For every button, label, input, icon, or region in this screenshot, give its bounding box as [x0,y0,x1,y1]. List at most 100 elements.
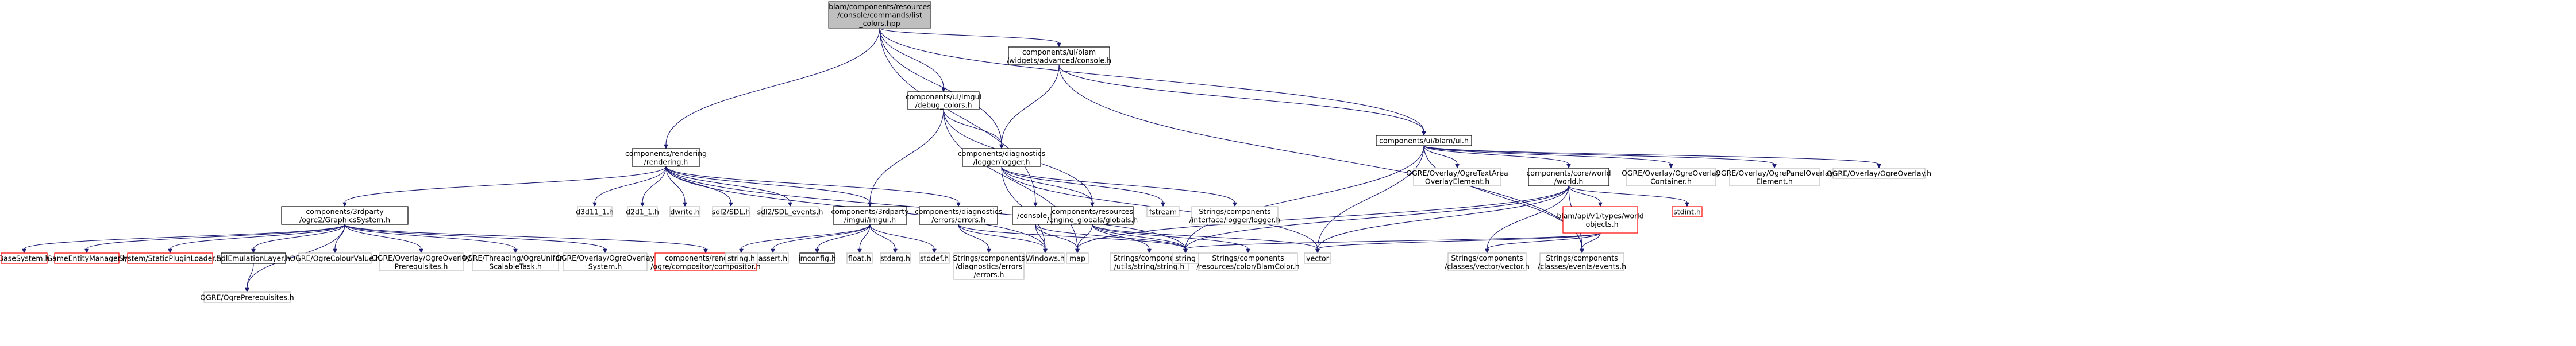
node-label: components/diagnostics [915,207,1002,216]
node-windows[interactable]: Windows.h [1026,252,1065,264]
node-label: components/resources [1052,207,1133,216]
node-string[interactable]: string [1172,252,1199,264]
edge-arrowhead [1043,248,1048,254]
node-vector[interactable]: vector [1304,252,1331,264]
edge-rendering-to-graphics-system [344,166,667,203]
node-str-errors[interactable]: Strings/components/diagnostics/errors/er… [953,252,1025,280]
node-label: sdl2/SDL_events.h [757,208,823,216]
node-stdarg[interactable]: stdarg.h [880,252,911,264]
node-string-h[interactable]: string.h [725,252,758,264]
node-blam-ui[interactable]: components/ui/blam/ui.h [1376,135,1472,146]
node-rendering[interactable]: components/rendering/rendering.h [625,148,707,167]
node-label: stdint.h [1673,208,1701,216]
node-dwrite[interactable]: dwrite.h [669,206,700,217]
node-assert[interactable]: assert.h [757,252,789,264]
node-d2d1[interactable]: d2d1_1.h [626,206,659,217]
node-errors[interactable]: components/diagnostics/errors/errors.h [915,206,1002,225]
node-globals[interactable]: components/resources/engine_globals/glob… [1047,206,1138,225]
node-label: components/3rdparty [831,207,909,216]
edge-globals-to-str-string [1092,224,1150,250]
node-label: /engine_globals/globals.h [1047,215,1138,224]
node-stdint[interactable]: stdint.h [1672,206,1703,217]
node-gem[interactable]: GameEntityManager.h [47,252,127,264]
node-d3d11[interactable]: d3d11_1.h [576,206,614,217]
node-label: OverlayElement.h [1425,177,1489,185]
node-imgui-debug[interactable]: components/ui/imgui/debug_colors.h [906,91,981,110]
node-imgui[interactable]: components/3rdparty/imgui/imgui.h [831,206,909,225]
node-basesystem[interactable]: BaseSystem.h [0,252,49,264]
node-iface-logger[interactable]: Strings/components/interface/logger/logg… [1189,206,1281,225]
edge-arrowhead [1075,248,1080,254]
node-ogre-prereq[interactable]: OGRE/OgrePrerequisites.h [200,291,294,303]
node-sdl2[interactable]: sdl2/SDL.h [712,206,750,217]
node-map[interactable]: map [1066,252,1089,264]
edge-imgui-to-stdarg [869,224,896,250]
edge-console-h-to-string [1035,224,1186,250]
node-box [761,206,819,217]
node-label: System.h [588,262,622,270]
node-ogre-colour[interactable]: OGRE/OgreColourValue.h [290,252,380,264]
node-ogre-overlay[interactable]: OGRE/Overlay/OgreOverlay.h [1827,168,1931,179]
edge-imgui-to-stddef [869,224,935,250]
node-fstream[interactable]: fstream [1146,206,1180,217]
edge-arrowhead [342,202,347,207]
node-box [1051,206,1134,225]
node-label: /world.h [1554,177,1584,185]
node-imconfig[interactable]: imconfig.h [798,252,836,264]
edge-arrowhead [1090,202,1095,207]
node-float[interactable]: float.h [846,252,873,264]
node-console-ui[interactable]: components/ui/blam/widgets/advanced/cons… [1007,46,1111,65]
edge-rendering-to-dwrite [665,166,686,203]
node-label: /logger/logger.h [973,157,1030,166]
edge-world-objects-to-str-events [1581,232,1601,250]
node-str-vector[interactable]: Strings/components/classes/vector/vector… [1445,252,1530,271]
node-ogre-textarea[interactable]: OGRE/Overlay/OgreTextAreaOverlayElement.… [1406,168,1508,186]
edge-arrowhead [956,202,961,207]
node-box [221,252,286,264]
node-world[interactable]: components/core/world/world.h [1526,168,1611,186]
node-box [281,206,409,225]
node-label: /ogre2/GraphicsSystem.h [299,215,390,224]
node-box [962,148,1041,167]
node-console-h[interactable]: /console.h [1012,206,1059,225]
edge-imgui-debug-to-logger [943,109,1002,145]
edge-arrowhead [999,144,1004,149]
edge-errors-to-str-errors [958,224,989,250]
node-box [1012,206,1059,225]
node-label: /classes/vector/vector.h [1445,262,1530,270]
node-str-color[interactable]: Strings/components/resources/color/BlamC… [1196,252,1300,271]
node-box [127,252,213,264]
node-sdl-events[interactable]: sdl2/SDL_events.h [757,206,823,217]
edge-arrowhead [592,202,597,207]
node-logger[interactable]: components/diagnostics/logger/logger.h [958,148,1045,167]
node-label: float.h [848,254,871,263]
edge-console-ui-to-blam-ui [1058,64,1424,132]
node-label: _colors.hpp [858,19,900,28]
node-label: Strings/components [1113,254,1185,262]
node-label: /imgui/imgui.h [844,215,896,224]
edge-arrowhead [1422,131,1426,136]
edge-arrowhead [1772,164,1777,169]
edge-arrowhead [1455,164,1460,169]
node-str-events[interactable]: Strings/components/classes/events/events… [1538,252,1626,271]
node-label: /classes/events/events.h [1538,262,1626,270]
node-graphics-system[interactable]: components/3rdparty/ogre2/GraphicsSystem… [281,206,409,225]
edge-arrowhead [932,248,937,254]
edge-world-to-map [1077,185,1569,250]
edge-arrowhead [1566,164,1571,169]
node-world-objects[interactable]: blam/api/v1/types/world_objects.h [1557,206,1644,234]
node-static-plugin[interactable]: System/StaticPluginLoader.h [119,252,221,264]
node-sdl-emul[interactable]: SdlEmulationLayer.h [217,252,290,264]
edge-arrowhead [168,248,172,254]
node-str-string[interactable]: Strings/components/utils/string/string.h [1110,252,1189,271]
node-label: /diagnostics/errors [956,262,1022,271]
edge-globals-to-map [1077,224,1093,250]
node-stddef[interactable]: stddef.h [919,252,950,264]
edge-arrowhead [1147,248,1152,254]
edge-rendering-to-errors [665,166,959,203]
